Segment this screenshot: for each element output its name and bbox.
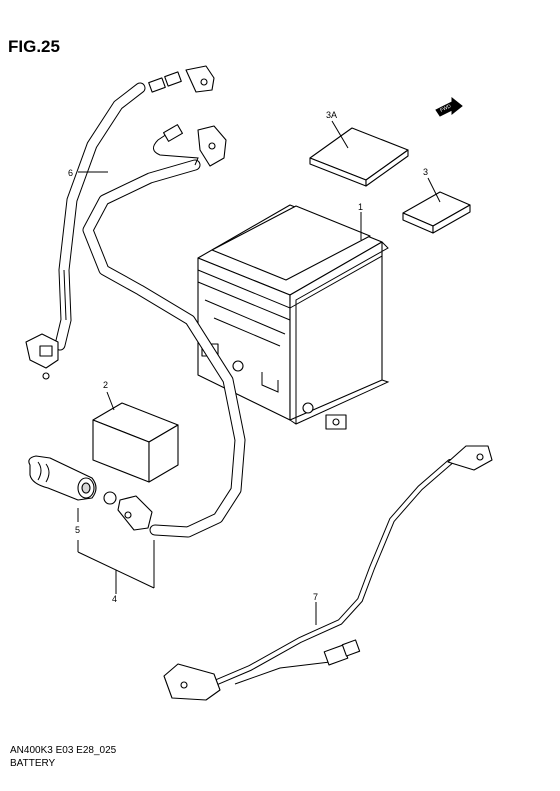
leader-lines [77,120,441,625]
terminal-boot-5 [28,455,97,501]
battery-pad-3 [402,191,471,234]
fwd-arrow-icon: FWD [435,96,463,117]
callout-6: 6 [68,168,73,178]
fwd-label: FWD [439,103,452,114]
callout-7: 7 [313,592,318,602]
battery-unit [197,204,390,430]
callout-2: 2 [103,380,108,390]
drawing-code: AN400K3 E03 E28_025 [10,745,117,756]
battery-cable-4 [82,124,246,538]
battery-cover-2 [92,402,179,483]
battery-cable-6 [25,65,215,380]
callout-5: 5 [75,525,80,535]
figure-title: FIG.25 [8,37,60,56]
callout-1: 1 [358,202,363,212]
callout-3a: 3A [326,110,337,120]
battery-harness-7 [163,445,493,701]
callout-4: 4 [112,594,117,604]
callout-3: 3 [423,167,428,177]
figure-caption: BATTERY [10,758,56,769]
battery-pad-3a [309,127,409,187]
